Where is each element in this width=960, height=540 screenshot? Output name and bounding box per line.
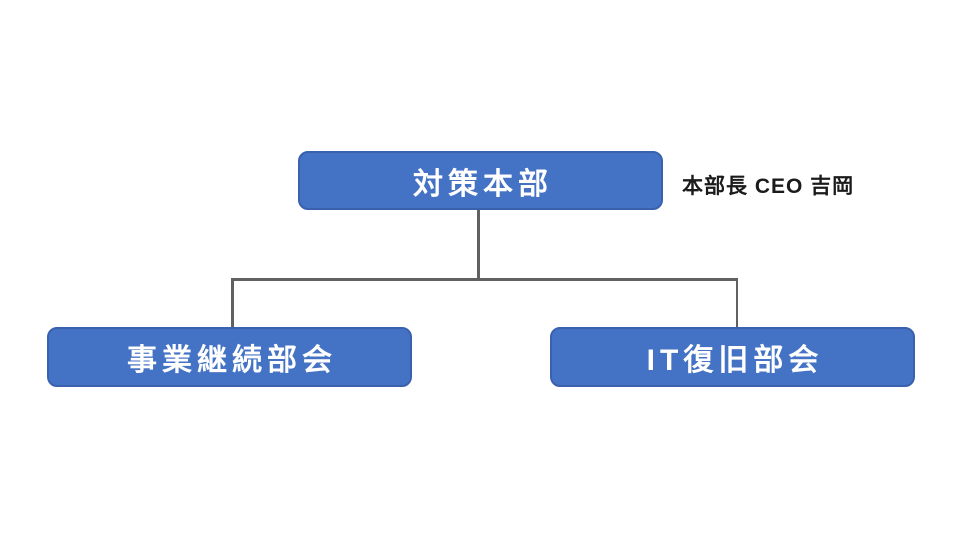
org-node-business-continuity-label: 事業継続部会 [127, 344, 337, 377]
connector-root-stem [477, 209, 480, 279]
org-node-it-recovery-label: IT復旧部会 [646, 344, 824, 377]
connector-horizontal-bar [231, 278, 738, 281]
connector-right-drop [735, 278, 738, 328]
connector-left-drop [231, 278, 234, 328]
headquarters-chief-annotation: 本部長 CEO 吉岡 [682, 175, 855, 198]
org-node-it-recovery: IT復旧部会 [550, 327, 915, 387]
org-node-headquarters-label: 対策本部 [413, 167, 553, 201]
org-node-headquarters: 対策本部 [298, 151, 663, 210]
org-node-business-continuity: 事業継続部会 [47, 327, 412, 387]
